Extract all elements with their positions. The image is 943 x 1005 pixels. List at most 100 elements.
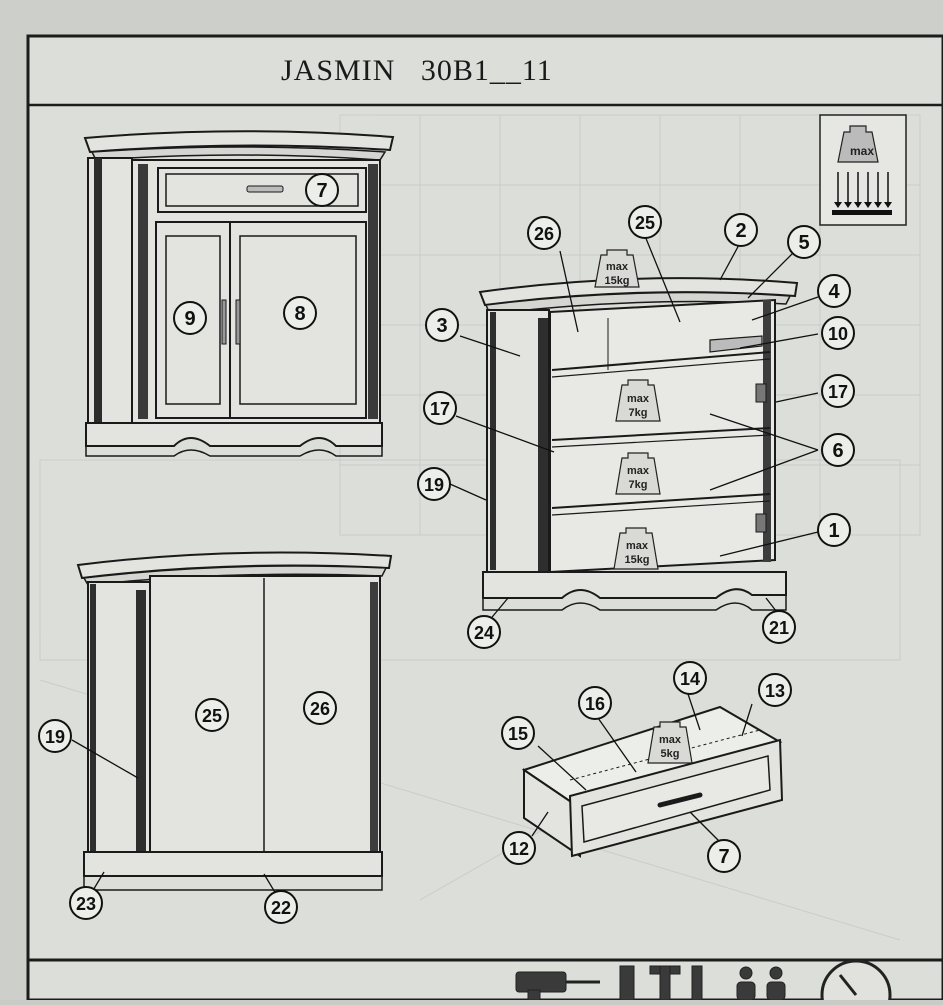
part-callout-c14: 14 xyxy=(673,661,707,695)
weight-labels: max 15kg max 7kg max 7kg max 15kg max 5k… xyxy=(594,249,693,764)
callout-number: 1 xyxy=(828,520,839,542)
callout-circle xyxy=(502,831,536,865)
callout-circle xyxy=(758,673,792,707)
part-callout-c26a: 26 xyxy=(527,216,561,250)
part-callout-c10: 10 xyxy=(821,316,855,350)
callout-number: 3 xyxy=(436,315,447,337)
part-callout-c24: 24 xyxy=(467,615,501,649)
part-callout-c3: 3 xyxy=(425,308,459,342)
callout-number: 12 xyxy=(509,839,529,859)
drill-icon xyxy=(515,971,600,1001)
callout-circle xyxy=(673,661,707,695)
footer-tools xyxy=(515,959,892,1005)
callout-circle xyxy=(305,173,339,207)
part-callout-c17a: 17 xyxy=(423,391,457,425)
callout-circle xyxy=(467,615,501,649)
part-callout-c13: 13 xyxy=(758,673,792,707)
part-callout-c1: 1 xyxy=(817,513,851,547)
weight-label-bottom: max 15kg xyxy=(613,527,659,570)
weight-label-shelf-1-max: max xyxy=(627,393,650,405)
callout-number: 7 xyxy=(718,846,729,868)
max-warning-text: max xyxy=(850,144,874,158)
callout-circle xyxy=(821,433,855,467)
part-callout-c8: 8 xyxy=(283,296,317,330)
part-callout-c23: 23 xyxy=(69,886,103,920)
callout-number: 19 xyxy=(45,727,65,747)
weight-label-bottom-value: 15kg xyxy=(624,554,649,566)
callout-number: 15 xyxy=(508,724,528,744)
document-title: JASMIN 30B1__11 xyxy=(281,54,553,87)
callout-circle xyxy=(628,205,662,239)
callout-number: 24 xyxy=(474,623,494,643)
part-callout-c22: 22 xyxy=(264,890,298,924)
callout-circle xyxy=(787,225,821,259)
weight-label-shelf-1-value: 7kg xyxy=(629,407,648,419)
callout-circle xyxy=(821,316,855,350)
callout-number: 14 xyxy=(680,669,700,689)
clock-icon xyxy=(820,959,892,1005)
callout-number: 19 xyxy=(424,475,444,495)
part-callout-c2: 2 xyxy=(724,213,758,247)
cabinet-closed-front-view xyxy=(83,130,395,457)
callout-circle xyxy=(303,691,337,725)
weight-label-top-value: 15kg xyxy=(604,275,629,287)
callout-circle xyxy=(69,886,103,920)
cabinet-rear-view xyxy=(76,551,393,891)
callout-circle xyxy=(195,698,229,732)
part-callout-c4: 4 xyxy=(817,274,851,308)
weight-label-bottom-max: max xyxy=(626,540,649,552)
callout-circle xyxy=(264,890,298,924)
part-callout-c21: 21 xyxy=(762,610,796,644)
callout-circle xyxy=(527,216,561,250)
callout-circle xyxy=(817,274,851,308)
weight-label-shelf-2-value: 7kg xyxy=(629,479,648,491)
callout-number: 23 xyxy=(76,894,96,914)
part-callout-c6: 6 xyxy=(821,433,855,467)
callout-number: 6 xyxy=(832,440,843,462)
callout-circle xyxy=(817,513,851,547)
callout-number: 5 xyxy=(798,232,809,254)
callout-circle xyxy=(762,610,796,644)
part-callout-c15: 15 xyxy=(501,716,535,750)
callout-number: 7 xyxy=(316,180,327,202)
cabinet-open-interior-view xyxy=(478,277,799,611)
max-load-icon: max xyxy=(819,114,907,226)
part-callout-c9: 9 xyxy=(173,301,207,335)
part-callout-c25b: 25 xyxy=(195,698,229,732)
callout-number: 2 xyxy=(735,220,746,242)
callout-number: 22 xyxy=(271,898,291,918)
callout-circle xyxy=(417,467,451,501)
callout-number: 25 xyxy=(202,706,222,726)
part-callout-c19a: 19 xyxy=(417,467,451,501)
part-callout-c5: 5 xyxy=(787,225,821,259)
callout-number: 17 xyxy=(430,399,450,419)
callout-circle xyxy=(501,716,535,750)
weight-label-top: max 15kg xyxy=(594,249,640,288)
part-callout-c17b: 17 xyxy=(821,374,855,408)
two-people-icon xyxy=(736,966,786,1001)
callout-number: 9 xyxy=(184,308,195,330)
callout-circle xyxy=(578,686,612,720)
callout-number: 17 xyxy=(828,382,848,402)
callout-circle xyxy=(707,839,741,873)
callout-number: 25 xyxy=(635,213,655,233)
callout-circle xyxy=(173,301,207,335)
weight-label-top-max: max xyxy=(606,261,629,273)
part-callout-c25a: 25 xyxy=(628,205,662,239)
callout-circle xyxy=(38,719,72,753)
callout-circle xyxy=(724,213,758,247)
callout-number: 10 xyxy=(828,324,848,344)
callout-number: 26 xyxy=(310,699,330,719)
part-callout-c7a: 7 xyxy=(305,173,339,207)
part-callout-c26b: 26 xyxy=(303,691,337,725)
callout-circle xyxy=(423,391,457,425)
callout-number: 13 xyxy=(765,681,785,701)
callout-circle xyxy=(425,308,459,342)
callout-number: 16 xyxy=(585,694,605,714)
callout-circle xyxy=(821,374,855,408)
callout-number: 26 xyxy=(534,224,554,244)
ruler-icon xyxy=(619,965,703,1001)
